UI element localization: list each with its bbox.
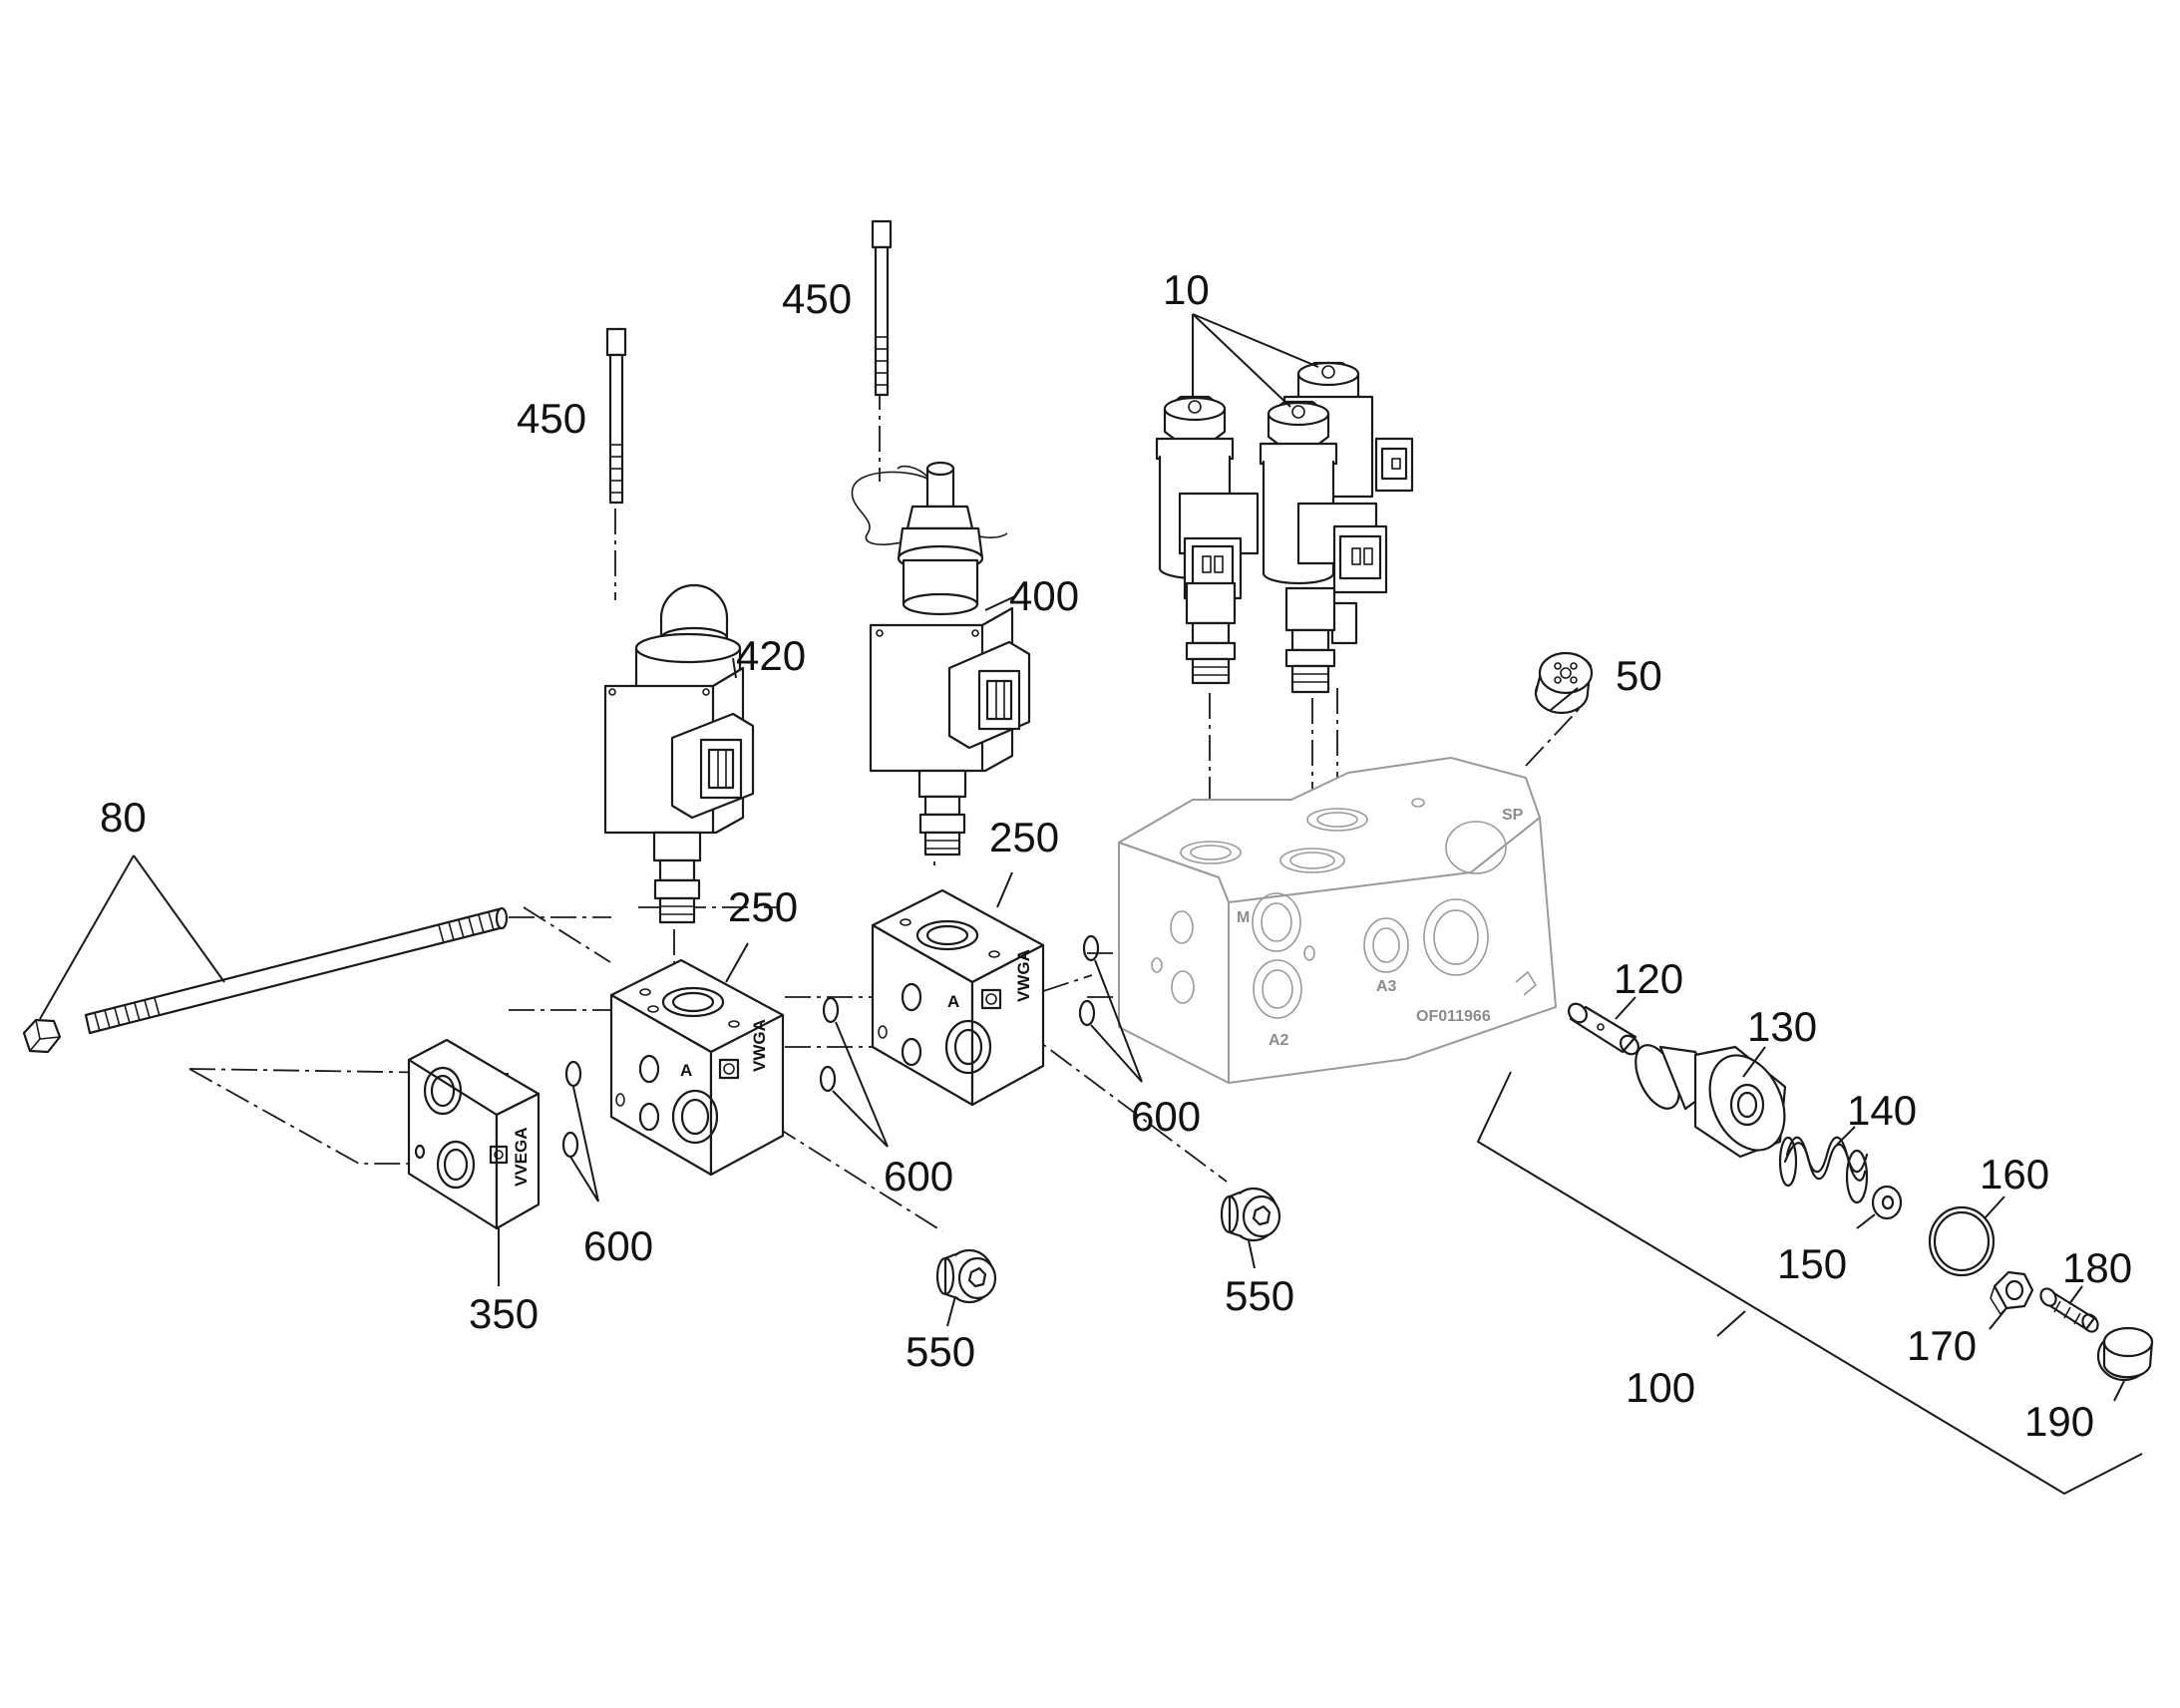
part-160-o-ring xyxy=(1928,1205,1996,1277)
part-550-plug-right xyxy=(1220,1187,1281,1242)
label-550-right: 550 xyxy=(1225,1272,1294,1319)
part-10-solenoid-cartridge-front xyxy=(1259,400,1388,694)
label-450-right: 450 xyxy=(782,275,852,322)
label-120: 120 xyxy=(1614,955,1683,1002)
vvega-marking: VVEGA xyxy=(512,1127,531,1187)
part-190-cap xyxy=(2096,1326,2154,1382)
label-350: 350 xyxy=(469,1290,539,1337)
part-50-filter-plug xyxy=(1534,651,1594,715)
label-450-left: 450 xyxy=(517,395,586,442)
part-80-tie-rod xyxy=(84,906,509,1035)
label-250-right: 250 xyxy=(989,814,1059,860)
leader-lines xyxy=(39,313,2143,1496)
port-a-marking-right: A xyxy=(947,992,959,1011)
part-10-solenoid-cartridge-left xyxy=(1155,395,1260,685)
part-400-solenoid-valve xyxy=(851,461,1031,856)
label-250-left: 250 xyxy=(728,883,798,930)
part-180-set-screw xyxy=(2039,1287,2099,1333)
part-450-screw-right xyxy=(871,219,893,397)
vwga-marking-left: VWGA xyxy=(750,1019,769,1072)
a3-marking: A3 xyxy=(1376,978,1397,995)
part-350-end-plate: VVEGA xyxy=(407,1038,541,1230)
label-50: 50 xyxy=(1616,652,1662,699)
part-420-solenoid-valve xyxy=(603,583,755,924)
m-marking: M xyxy=(1237,909,1250,926)
part-600-o-rings xyxy=(561,934,1100,1159)
port-a-marking-left: A xyxy=(680,1061,692,1080)
label-420: 420 xyxy=(736,632,806,679)
part-250-valve-block-left: A VWGA xyxy=(609,958,785,1177)
label-100: 100 xyxy=(1626,1364,1695,1411)
part-120-insert xyxy=(1568,1002,1639,1056)
label-400: 400 xyxy=(1009,572,1079,619)
part-150-washer xyxy=(1871,1185,1903,1220)
part-250-valve-block-right: A VWGA xyxy=(871,888,1045,1107)
label-170: 170 xyxy=(1907,1322,1977,1369)
label-140: 140 xyxy=(1847,1087,1917,1134)
part-450-screw-left xyxy=(605,327,627,505)
label-600-right: 600 xyxy=(1131,1093,1201,1140)
part-140-spring xyxy=(1778,1136,1869,1204)
part-80-nut xyxy=(22,1018,62,1054)
label-10: 10 xyxy=(1163,266,1210,313)
label-80: 80 xyxy=(100,794,147,841)
part-170-nut xyxy=(1990,1270,2034,1315)
block-code-marking: OF011966 xyxy=(1416,1008,1491,1025)
part-100-main-manifold-block: SP M A2 A3 OF011966 xyxy=(1118,757,1557,1084)
part-130-fitting xyxy=(1635,1044,1787,1159)
label-600-lower-left: 600 xyxy=(583,1222,653,1269)
label-190: 190 xyxy=(2024,1398,2094,1445)
label-130: 130 xyxy=(1747,1003,1817,1050)
part-550-plug-left xyxy=(935,1248,997,1304)
sp-marking: SP xyxy=(1502,807,1524,824)
label-160: 160 xyxy=(1980,1151,2049,1197)
label-600-middle: 600 xyxy=(884,1153,953,1199)
vwga-marking-right: VWGA xyxy=(1014,949,1033,1002)
part-number-labels: 10 50 80 100 120 130 140 150 160 170 180… xyxy=(100,266,2132,1445)
a2-marking: A2 xyxy=(1269,1032,1289,1049)
label-150: 150 xyxy=(1777,1240,1847,1287)
label-180: 180 xyxy=(2062,1244,2132,1291)
label-550-left: 550 xyxy=(906,1328,975,1375)
